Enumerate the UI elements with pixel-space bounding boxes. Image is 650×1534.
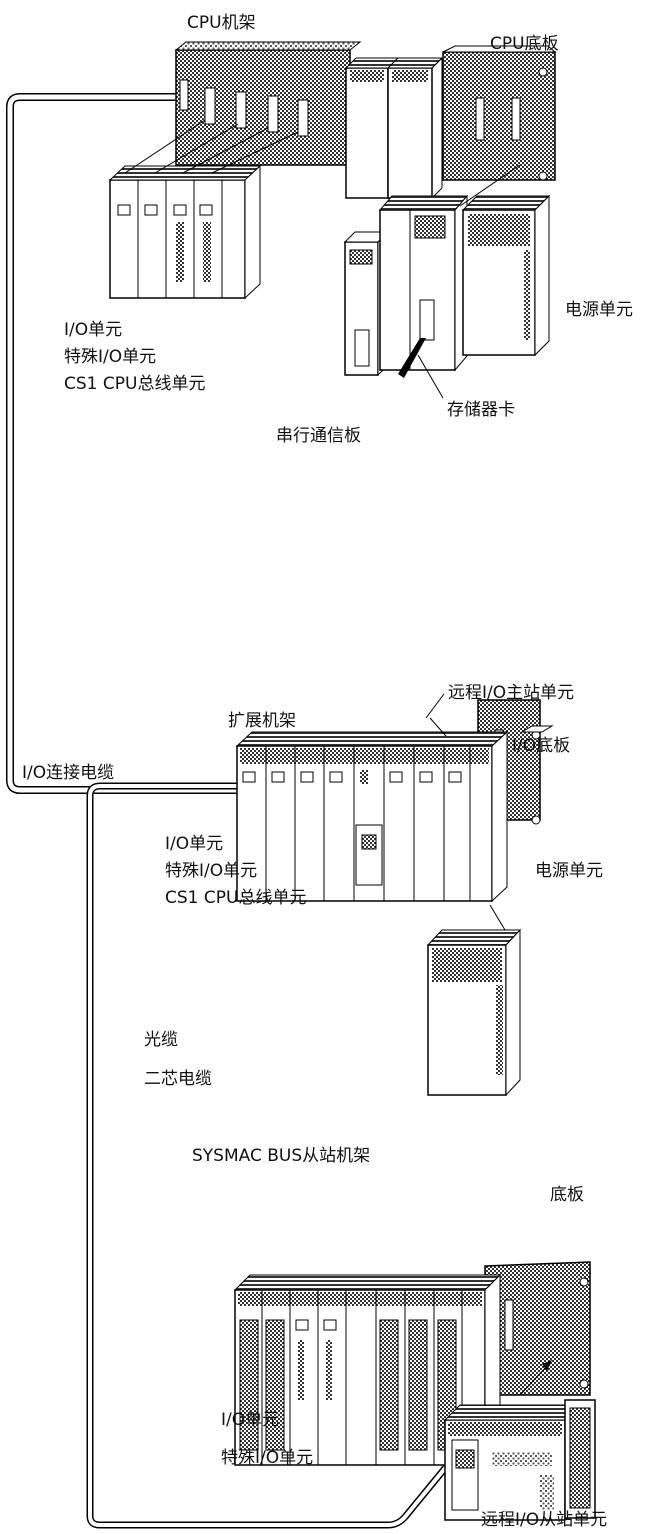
cpu-rack-installed-units xyxy=(344,57,444,199)
expansion-rack-label: 扩展机架 xyxy=(228,711,296,731)
exp-bus-unit-label: CS1 CPU总线单元 xyxy=(165,888,307,908)
serial-board-label: 串行通信板 xyxy=(276,426,361,446)
expansion-rack xyxy=(235,717,509,903)
remote-io-slave-unit xyxy=(443,1399,596,1521)
expansion-power-unit-label: 电源单元 xyxy=(535,861,603,881)
slave-special-io-unit-label: 特殊I/O单元 xyxy=(221,1448,314,1468)
memory-card-label: 存储器卡 xyxy=(447,400,515,420)
slave-rack-label: SYSMAC BUS从站机架 xyxy=(192,1146,371,1166)
slave-io-unit-label: I/O单元 xyxy=(221,1410,280,1430)
cpu-backplane-right xyxy=(442,45,557,181)
cpu-special-io-unit-label: 特殊I/O单元 xyxy=(64,347,157,367)
remote-master-label: 远程I/O主站单元 xyxy=(448,683,575,703)
slave-backplane-label: 底板 xyxy=(550,1185,584,1205)
cpu-io-unit-label: I/O单元 xyxy=(64,320,123,340)
cpu-unit xyxy=(378,164,521,372)
cpu-rack-label: CPU机架 xyxy=(187,13,256,33)
exp-special-io-unit-label: 特殊I/O单元 xyxy=(165,861,258,881)
cpu-power-unit xyxy=(461,194,551,357)
cpu-power-unit-label: 电源单元 xyxy=(565,300,633,320)
remote-slave-label: 远程I/O从站单元 xyxy=(481,1510,608,1530)
expansion-power-unit xyxy=(426,904,522,1097)
cpu-io-units xyxy=(108,119,299,300)
twin-core-cable-label: 二芯电缆 xyxy=(144,1069,212,1089)
exp-io-unit-label: I/O单元 xyxy=(165,834,224,854)
io-backplane-label: I/O底板 xyxy=(512,736,571,756)
cpu-rack-backplane xyxy=(174,41,362,166)
expansion-unit-list-label: I/O单元 特殊I/O单元 CS1 CPU总线单元 xyxy=(165,831,306,912)
io-connect-cable xyxy=(6,93,237,794)
cpu-unit-list-label: I/O单元 特殊I/O单元 CS1 CPU总线单元 xyxy=(64,317,205,398)
cpu-bus-unit-label: CS1 CPU总线单元 xyxy=(64,374,206,394)
slave-backplane xyxy=(484,1261,591,1396)
cpu-backplane-label: CPU底板 xyxy=(490,34,559,54)
io-connect-cable-label: I/O连接电缆 xyxy=(22,763,115,783)
memory-card xyxy=(398,338,444,399)
optical-cable-label: 光缆 xyxy=(144,1030,178,1050)
